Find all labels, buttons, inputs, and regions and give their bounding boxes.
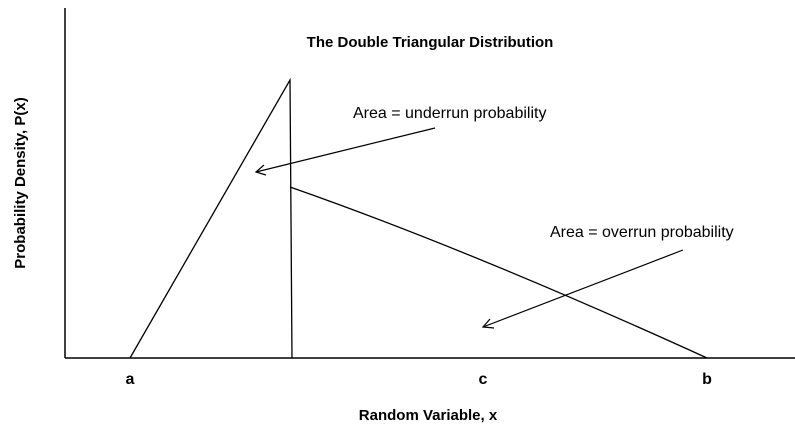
overrun-annotation: Area = overrun probability [550,224,734,241]
underrun-arrow-shaft [255,127,436,173]
tick-label-c: c [479,371,488,388]
y-axis-label: Probability Density, P(x) [12,97,29,268]
tick-label-b: b [702,371,712,388]
overrun-arrow-shaft [482,249,684,328]
overrun-arrowhead [481,318,495,329]
overrun-curve [289,186,708,359]
tick-label-a: a [126,371,135,388]
underrun-triangle-outline [129,77,293,359]
underrun-arrowhead [254,164,267,176]
x-axis-label: Random Variable, x [359,407,498,424]
diagram-title: The Double Triangular Distribution [307,34,554,51]
underrun-annotation: Area = underrun probability [353,105,546,122]
